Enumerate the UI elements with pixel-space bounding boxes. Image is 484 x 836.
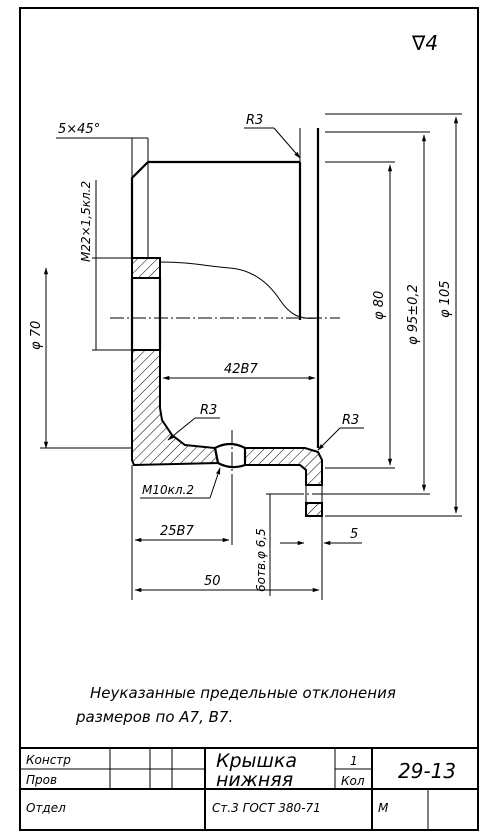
dim-len50: 50 bbox=[204, 574, 221, 589]
flange-section bbox=[244, 447, 323, 486]
dim-thread-m10: M10кл.2 bbox=[142, 483, 194, 497]
dim-len42: 42В7 bbox=[224, 362, 258, 377]
dim-radius-top: R3 bbox=[246, 113, 263, 128]
dim-holes: 6отв.φ 6,5 bbox=[254, 528, 268, 592]
dim-thread-m22: M22×1,5кл.2 bbox=[79, 181, 93, 262]
tb-checker-label: Пров bbox=[26, 773, 57, 787]
tb-scale-label: М bbox=[378, 801, 389, 815]
dimensions: 5×45° R3 M22×1,5кл.2 φ 70 φ 80 φ 95±0,2 … bbox=[29, 113, 462, 596]
dim-d80: φ 80 bbox=[372, 291, 387, 320]
dim-d105: φ 105 bbox=[438, 280, 453, 318]
note-line-2: размеров по А7, В7. bbox=[75, 708, 233, 726]
tb-dept-label: Отдел bbox=[26, 801, 66, 815]
part-section bbox=[110, 128, 345, 600]
sheet-frame bbox=[19, 7, 479, 831]
dim-radius-inner: R3 bbox=[200, 403, 217, 418]
title-block: Констр Пров Отдел Крышка нижняя 1 Кол 29… bbox=[20, 747, 478, 830]
dim-d95: φ 95±0,2 bbox=[406, 284, 421, 345]
dim-five: 5 bbox=[350, 527, 358, 542]
dim-d70: φ 70 bbox=[29, 321, 44, 350]
tb-qty-label: Кол bbox=[341, 774, 365, 788]
tb-part-name-2: нижняя bbox=[216, 769, 293, 791]
flange-section-lower bbox=[305, 502, 323, 517]
dim-len25: 25В7 bbox=[160, 524, 194, 539]
note-line-1: Неуказанные предельные отклонения bbox=[90, 684, 396, 702]
dim-chamfer: 5×45° bbox=[58, 122, 100, 137]
tb-designer-label: Констр bbox=[26, 753, 71, 767]
dim-radius-right: R3 bbox=[342, 413, 359, 428]
surface-roughness-mark: ∇4 bbox=[411, 31, 438, 55]
thread-section-top bbox=[131, 257, 161, 279]
tb-drawing-number: 29-13 bbox=[398, 759, 456, 783]
tb-material: Ст.3 ГОСТ 380-71 bbox=[212, 801, 321, 815]
tb-part-name-1: Крышка bbox=[216, 750, 297, 772]
tb-quantity: 1 bbox=[350, 754, 358, 768]
wall-section bbox=[131, 349, 220, 467]
